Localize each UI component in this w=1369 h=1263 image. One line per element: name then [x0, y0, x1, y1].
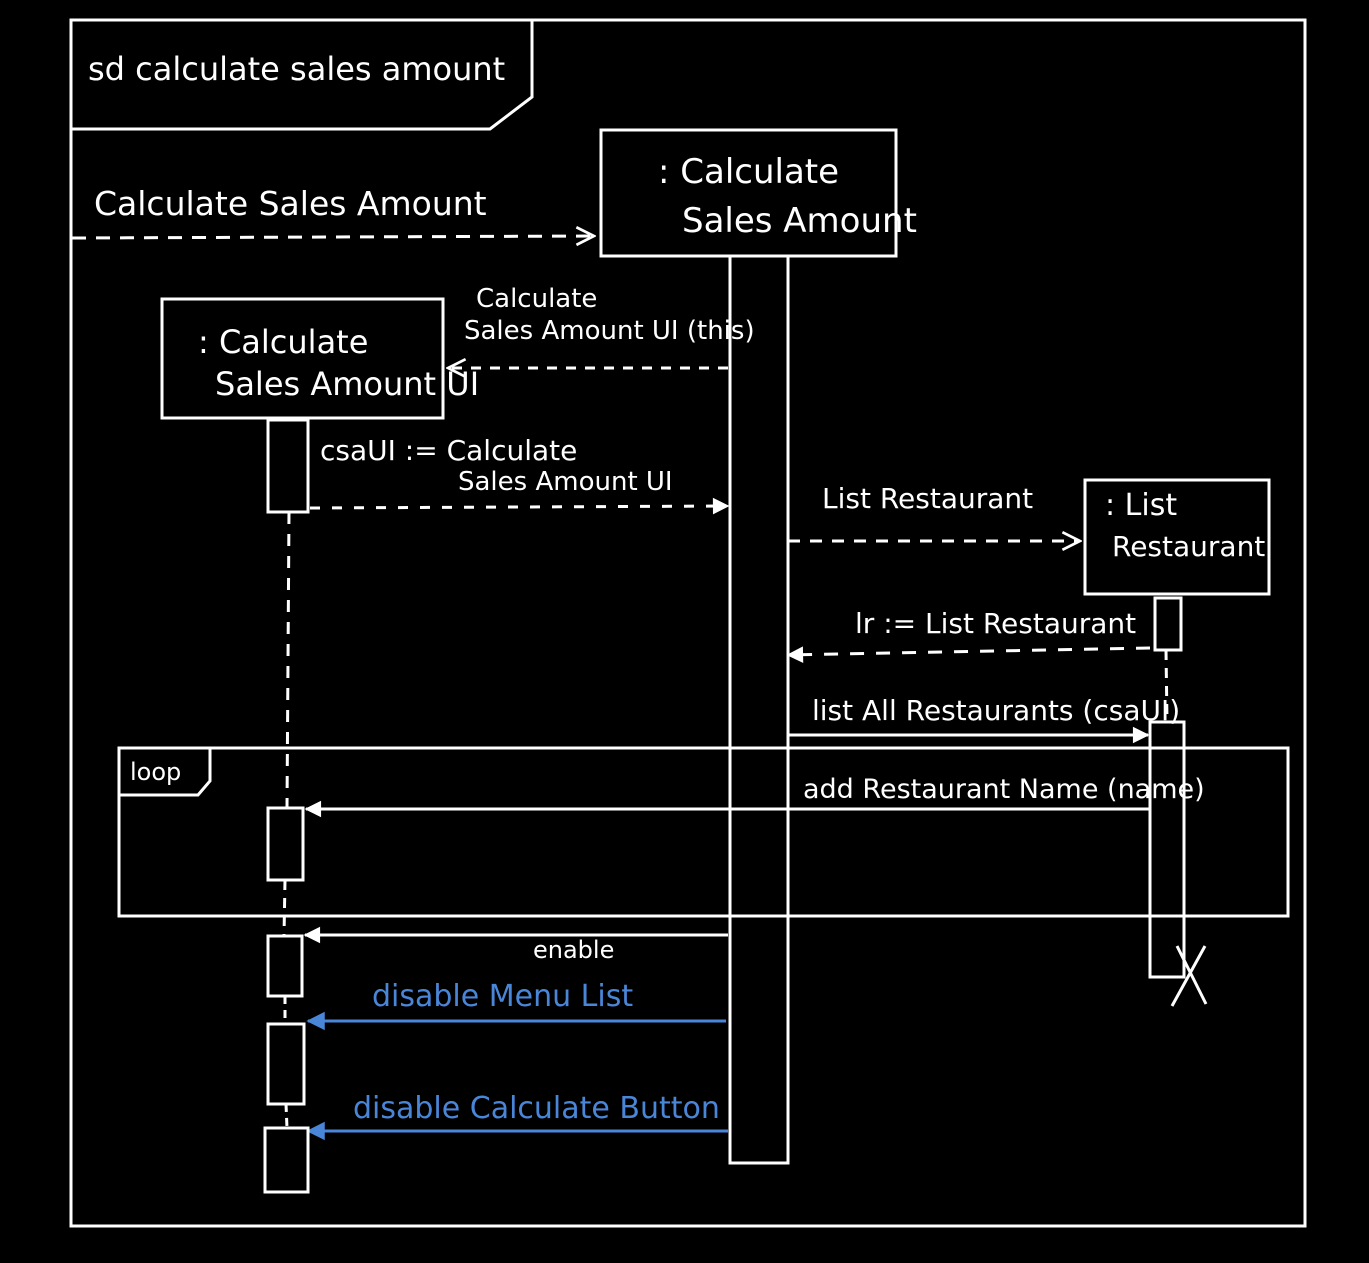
list-destroy-x-2 — [1175, 945, 1208, 1005]
lifeline-list-name-2: Restaurant — [1112, 530, 1265, 563]
ui-lifeline-dashed — [285, 511, 291, 809]
ui-activation-1 — [266, 418, 310, 514]
list-activation-2 — [1148, 720, 1186, 979]
ui-lifeline-dashed-4 — [284, 1103, 289, 1129]
lifeline-list-head — [1083, 478, 1271, 596]
create-ui-label-2: Sales Amount UI (this) — [464, 316, 755, 346]
controller-activation-bar — [728, 254, 790, 1165]
found-message-label: Calculate Sales Amount — [94, 184, 487, 223]
ui-activation-4 — [266, 1022, 306, 1106]
create-ui-label-1: Calculate — [476, 284, 597, 314]
sd-frame-title: sd calculate sales amount — [88, 50, 505, 88]
loop-operator-tab — [119, 748, 212, 797]
sd-frame-tab — [71, 20, 534, 131]
lifeline-controller-name-1: : Calculate — [658, 152, 839, 192]
lifeline-list-name-1: : List — [1105, 488, 1177, 523]
list-all-label: list All Restaurants (csaUI) — [812, 694, 1180, 727]
ui-return-label-2: Sales Amount UI — [458, 467, 673, 497]
list-lifeline-dashed — [1164, 649, 1169, 723]
ui-return-arrow — [309, 497, 730, 515]
lifeline-controller-name-2: Sales Amount — [682, 201, 917, 241]
sd-frame — [69, 18, 1307, 1228]
enable-label: enable — [533, 936, 614, 964]
ui-return-label-1: csaUI := Calculate — [320, 434, 577, 467]
list-activation-1 — [1153, 596, 1183, 652]
lifeline-ui-head — [160, 297, 445, 420]
disable-menu-label: disable Menu List — [372, 979, 633, 1014]
ui-activation-3 — [266, 934, 304, 998]
lifeline-ui-name-2: Sales Amount UI — [215, 365, 479, 403]
add-name-label: add Restaurant Name (name) — [803, 774, 1205, 805]
loop-fragment — [117, 746, 1290, 918]
ui-activation-2 — [266, 806, 305, 882]
list-return-label: lr := List Restaurant — [855, 607, 1136, 640]
disable-button-label: disable Calculate Button — [353, 1091, 720, 1126]
found-message-arrow — [71, 236, 594, 238]
loop-operator-label: loop — [130, 758, 181, 786]
ui-lifeline-dashed-2 — [282, 879, 287, 937]
lifeline-ui-name-1: : Calculate — [198, 323, 368, 361]
list-return-arrow — [786, 646, 1151, 663]
list-destroy-x-1 — [1170, 945, 1207, 1007]
ui-activation-5 — [263, 1126, 310, 1194]
create-list-label: List Restaurant — [822, 482, 1033, 515]
